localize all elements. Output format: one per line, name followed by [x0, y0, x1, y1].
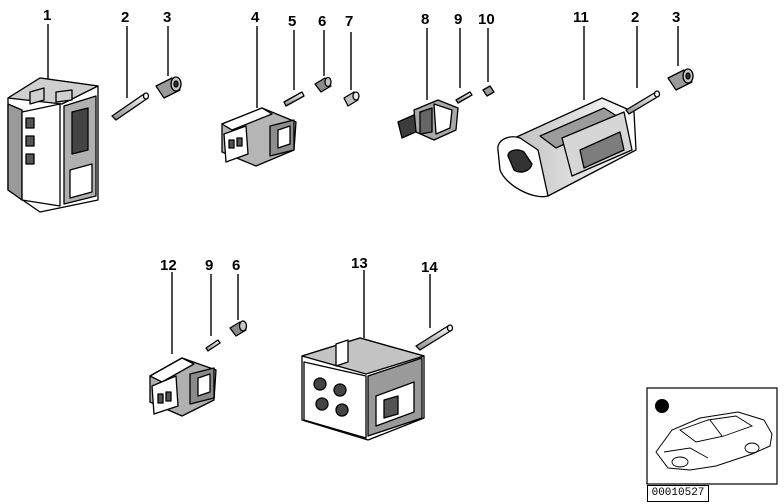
part-3-seal-right — [667, 26, 694, 91]
callout-6a: 6 — [318, 13, 326, 30]
callout-3a: 3 — [163, 9, 171, 26]
callout-5: 5 — [288, 13, 296, 30]
callout-1: 1 — [43, 7, 51, 24]
diagram-code-label: 00010527 — [647, 485, 709, 502]
vehicle-thumbnail — [646, 387, 778, 485]
callout-11: 11 — [573, 9, 589, 26]
callout-10: 10 — [478, 11, 495, 28]
callout-13: 13 — [351, 255, 368, 272]
callout-12: 12 — [160, 257, 177, 274]
part-12-connector — [149, 272, 217, 417]
callout-4: 4 — [251, 9, 260, 26]
location-marker-icon — [655, 399, 669, 413]
part-5-pin — [283, 30, 305, 107]
callout-2a: 2 — [121, 9, 129, 26]
part-10-seal — [482, 28, 495, 97]
part-8-connector — [397, 28, 459, 141]
part-13-housing — [301, 270, 425, 441]
part-1-housing — [7, 24, 99, 213]
callout-8: 8 — [421, 11, 429, 28]
callout-7: 7 — [345, 13, 353, 30]
part-9-pin — [455, 28, 473, 104]
callout-14: 14 — [421, 259, 438, 276]
part-9-pin-bottom — [205, 274, 221, 352]
part-7-plug — [343, 32, 360, 107]
callout-6b: 6 — [232, 257, 240, 274]
callout-3b: 3 — [672, 9, 680, 26]
part-14-pin — [415, 274, 454, 351]
callout-2b: 2 — [631, 9, 639, 26]
part-6-seal-bottom — [229, 274, 248, 337]
part-4-connector — [221, 26, 297, 167]
callout-9b: 9 — [205, 257, 213, 274]
part-2-pin — [111, 26, 150, 121]
callout-9a: 9 — [454, 11, 462, 28]
part-6-seal — [314, 30, 332, 93]
part-11-housing — [497, 26, 637, 198]
part-2-pin-right — [625, 26, 661, 115]
part-3-seal — [155, 26, 182, 99]
